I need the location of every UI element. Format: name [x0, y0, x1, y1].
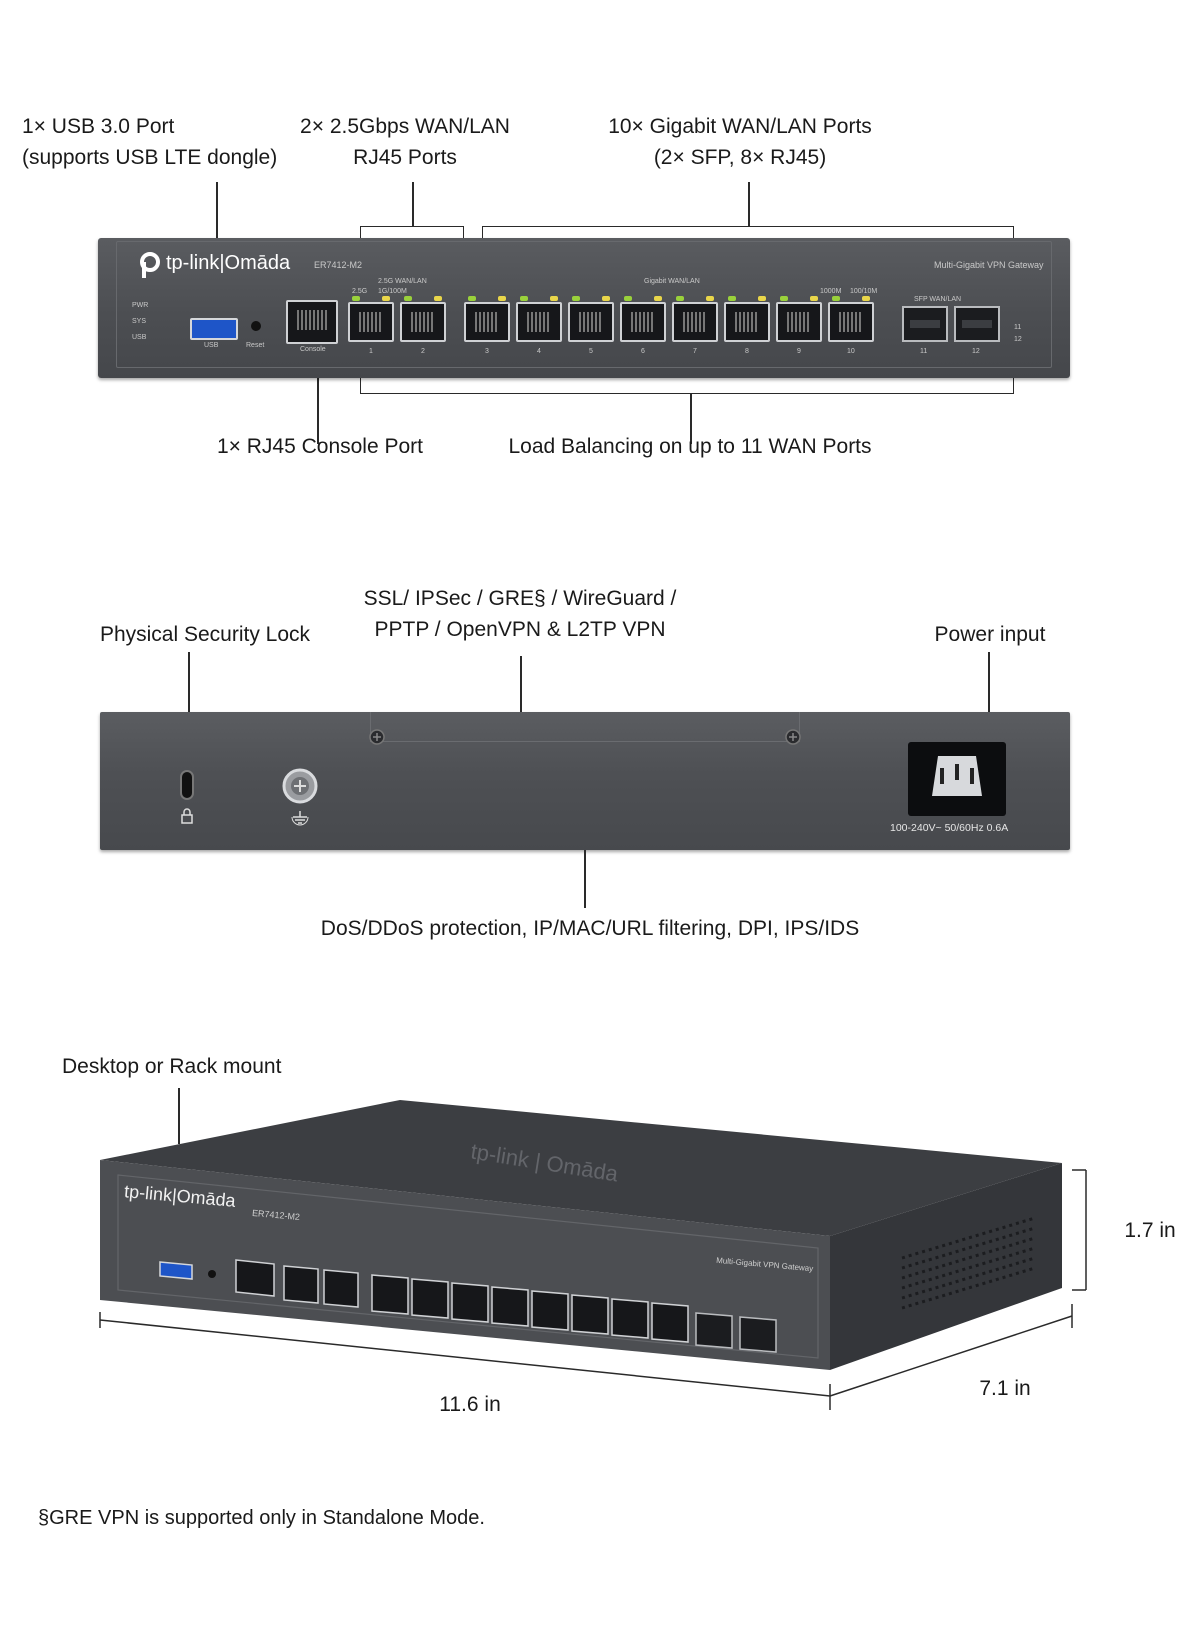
- sfp-number-12: 12: [972, 348, 980, 355]
- sfp-led-label-11: 11: [1014, 324, 1022, 331]
- console-port: [286, 300, 338, 344]
- wan25-callout-line1: 2× 2.5Gbps WAN/LAN: [300, 115, 510, 138]
- wan25-callout-line2: RJ45 Ports: [353, 146, 457, 169]
- load-balancing-callout: Load Balancing on up to 11 WAN Ports: [508, 435, 872, 458]
- mount-callout: Desktop or Rack mount: [62, 1055, 282, 1078]
- height-dimension: 1.7 in: [1124, 1219, 1176, 1242]
- rj45-port-7: [672, 302, 718, 342]
- led-label-usb: USB: [132, 334, 147, 341]
- tp-link-logo-icon: [140, 252, 160, 278]
- port-number-5: 5: [589, 348, 593, 355]
- speed-1000m-label: 1000M: [820, 288, 842, 295]
- ground-terminal-icon: [282, 768, 318, 804]
- group-sfp-label: SFP WAN/LAN: [914, 296, 962, 303]
- console-label: Console: [300, 346, 326, 353]
- usb-callout-line1: 1× USB 3.0 Port: [22, 115, 175, 138]
- console-leader-line: [317, 356, 319, 444]
- power-rating-label: 100-240V~ 50/60Hz 0.6A: [890, 822, 1009, 834]
- port-number-9: 9: [797, 348, 801, 355]
- gigabit-callout-line2: (2× SFP, 8× RJ45): [653, 146, 827, 169]
- port-number-1: 1: [369, 348, 373, 355]
- vpn-callout-line2: PPTP / OpenVPN & L2TP VPN: [374, 618, 666, 641]
- screw-icon: [369, 729, 385, 745]
- port-number-8: 8: [745, 348, 749, 355]
- wan-ports-bottom-bracket: [360, 370, 1014, 394]
- mount-leader-line: [178, 1088, 180, 1144]
- footnote: §GRE VPN is supported only in Standalone…: [38, 1507, 485, 1529]
- usb-port-label: USB: [204, 342, 219, 349]
- lock-icon: [181, 808, 193, 824]
- port-number-6: 6: [641, 348, 645, 355]
- power-input-leader-line: [988, 652, 990, 762]
- rj45-port-8: [724, 302, 770, 342]
- ground-symbol-icon: [291, 811, 309, 826]
- rj45-port-9: [776, 302, 822, 342]
- security-lock-leader-line: [188, 652, 190, 748]
- port-number-7: 7: [693, 348, 697, 355]
- led-label-pwr: PWR: [132, 302, 149, 309]
- iso-model-label: ER7412-M2: [251, 1207, 301, 1223]
- speed-10g-label: 1G/100M: [378, 288, 407, 295]
- protection-callout: DoS/DDoS protection, IP/MAC/URL filterin…: [320, 917, 860, 940]
- group-gigabit-label: Gigabit WAN/LAN: [644, 278, 700, 285]
- iso-front-logo: tp-link|Omāda: [123, 1181, 237, 1211]
- port-number-4: 4: [537, 348, 541, 355]
- wan25-leader-line: [412, 182, 414, 226]
- rj45-port-1: [348, 302, 394, 342]
- front-panel-device: tp-link|Omāda ER7412-M2 Multi-Gigabit VP…: [98, 238, 1070, 378]
- rear-panel-device: 100-240V~ 50/60Hz 0.6A: [100, 712, 1070, 850]
- port-number-3: 3: [485, 348, 489, 355]
- width-dimension: 11.6 in: [439, 1393, 501, 1416]
- reset-label: Reset: [246, 342, 265, 349]
- protection-leader-line: [584, 850, 586, 908]
- group-25g-label: 2.5G WAN/LAN: [378, 278, 427, 285]
- led-label-sys: SYS: [132, 318, 147, 325]
- gigabit-callout-line1: 10× Gigabit WAN/LAN Ports: [608, 115, 872, 138]
- speed-25g-label: 2.5G: [352, 288, 368, 295]
- rj45-port-2: [400, 302, 446, 342]
- sfp-port-12: [954, 306, 1000, 342]
- security-lock-slot: [180, 770, 194, 800]
- model-label: ER7412-M2: [314, 260, 363, 270]
- rj45-port-6: [620, 302, 666, 342]
- sfp-number-11: 11: [920, 348, 928, 355]
- vpn-leader-line: [520, 656, 522, 712]
- iso-product-line-label: Multi-Gigabit VPN Gateway: [715, 1255, 814, 1274]
- sfp-port-11: [902, 306, 948, 342]
- console-callout: 1× RJ45 Console Port: [216, 435, 424, 458]
- sfp-led-label-12: 12: [1014, 336, 1022, 343]
- load-balancing-leader-line: [690, 394, 692, 444]
- gigabit-leader-line: [748, 182, 750, 226]
- security-lock-callout: Physical Security Lock: [99, 623, 311, 646]
- vpn-callout-line1: SSL/ IPSec / GRE§ / WireGuard /: [363, 587, 677, 610]
- brand-logo-text: tp-link|Omāda: [166, 252, 291, 274]
- rj45-port-4: [516, 302, 562, 342]
- power-input-callout: Power input: [934, 623, 1046, 646]
- port-number-10: 10: [847, 348, 855, 355]
- rj45-port-10: [828, 302, 874, 342]
- depth-dimension: 7.1 in: [979, 1377, 1031, 1400]
- rj45-port-3: [464, 302, 510, 342]
- usb-port: [190, 318, 238, 340]
- reset-button: [251, 321, 261, 331]
- screw-icon: [785, 729, 801, 745]
- product-line-label: Multi-Gigabit VPN Gateway: [934, 260, 1044, 270]
- rj45-port-5: [568, 302, 614, 342]
- usb-callout-line2: (supports USB LTE dongle): [22, 146, 278, 169]
- iso-top-logo: tp-link | Omāda: [469, 1138, 620, 1187]
- port-number-2: 2: [421, 348, 425, 355]
- speed-100m-label: 100/10M: [850, 288, 878, 295]
